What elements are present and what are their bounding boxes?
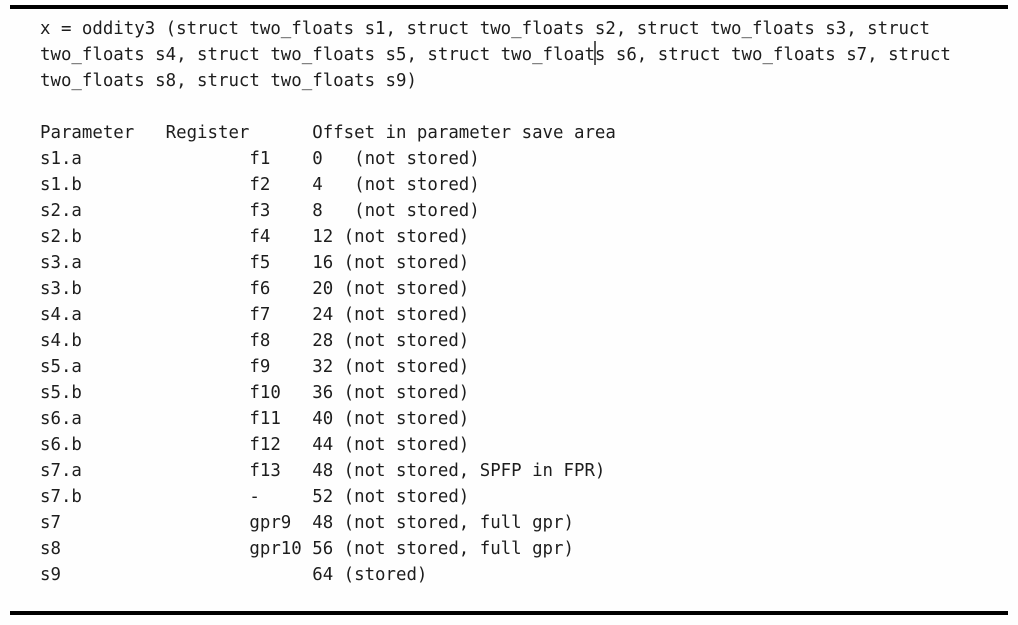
- table-row: s7 gpr9 48 (not stored, full gpr): [40, 513, 574, 533]
- table-row: s9 64 (stored): [40, 565, 428, 585]
- table-row: s1.b f2 4 (not stored): [40, 175, 480, 195]
- table-row: s6.a f11 40 (not stored): [40, 409, 470, 429]
- table-row: s2.b f4 12 (not stored): [40, 227, 470, 247]
- table-row: s5.a f9 32 (not stored): [40, 357, 470, 377]
- text-area[interactable]: x = oddity3 (struct two_floats s1, struc…: [40, 16, 951, 588]
- table-header-row: Parameter Register Offset in parameter s…: [40, 123, 616, 143]
- table-row: s1.a f1 0 (not stored): [40, 149, 480, 169]
- table-row: s6.b f12 44 (not stored): [40, 435, 470, 455]
- code-line-1: x = oddity3 (struct two_floats s1, struc…: [40, 19, 930, 39]
- table-row: s2.a f3 8 (not stored): [40, 201, 480, 221]
- bottom-rule: [10, 611, 1008, 615]
- table-row: s4.a f7 24 (not stored): [40, 305, 470, 325]
- table-row: s3.a f5 16 (not stored): [40, 253, 470, 273]
- code-line-3: two_floats s8, struct two_floats s9): [40, 71, 417, 91]
- code-line-2-after-caret: s s6, struct two_floats s7, struct: [594, 45, 951, 65]
- top-rule: [10, 5, 1008, 9]
- table-row: s8 gpr10 56 (not stored, full gpr): [40, 539, 574, 559]
- table-row: s5.b f10 36 (not stored): [40, 383, 470, 403]
- code-line-2-before-caret: two_floats s4, struct two_floats s5, str…: [40, 45, 595, 65]
- table-row: s4.b f8 28 (not stored): [40, 331, 470, 351]
- table-row: s7.a f13 48 (not stored, SPFP in FPR): [40, 461, 606, 481]
- table-row: s3.b f6 20 (not stored): [40, 279, 470, 299]
- parameter-table: Parameter Register Offset in parameter s…: [40, 123, 616, 585]
- table-row: s7.b - 52 (not stored): [40, 487, 470, 507]
